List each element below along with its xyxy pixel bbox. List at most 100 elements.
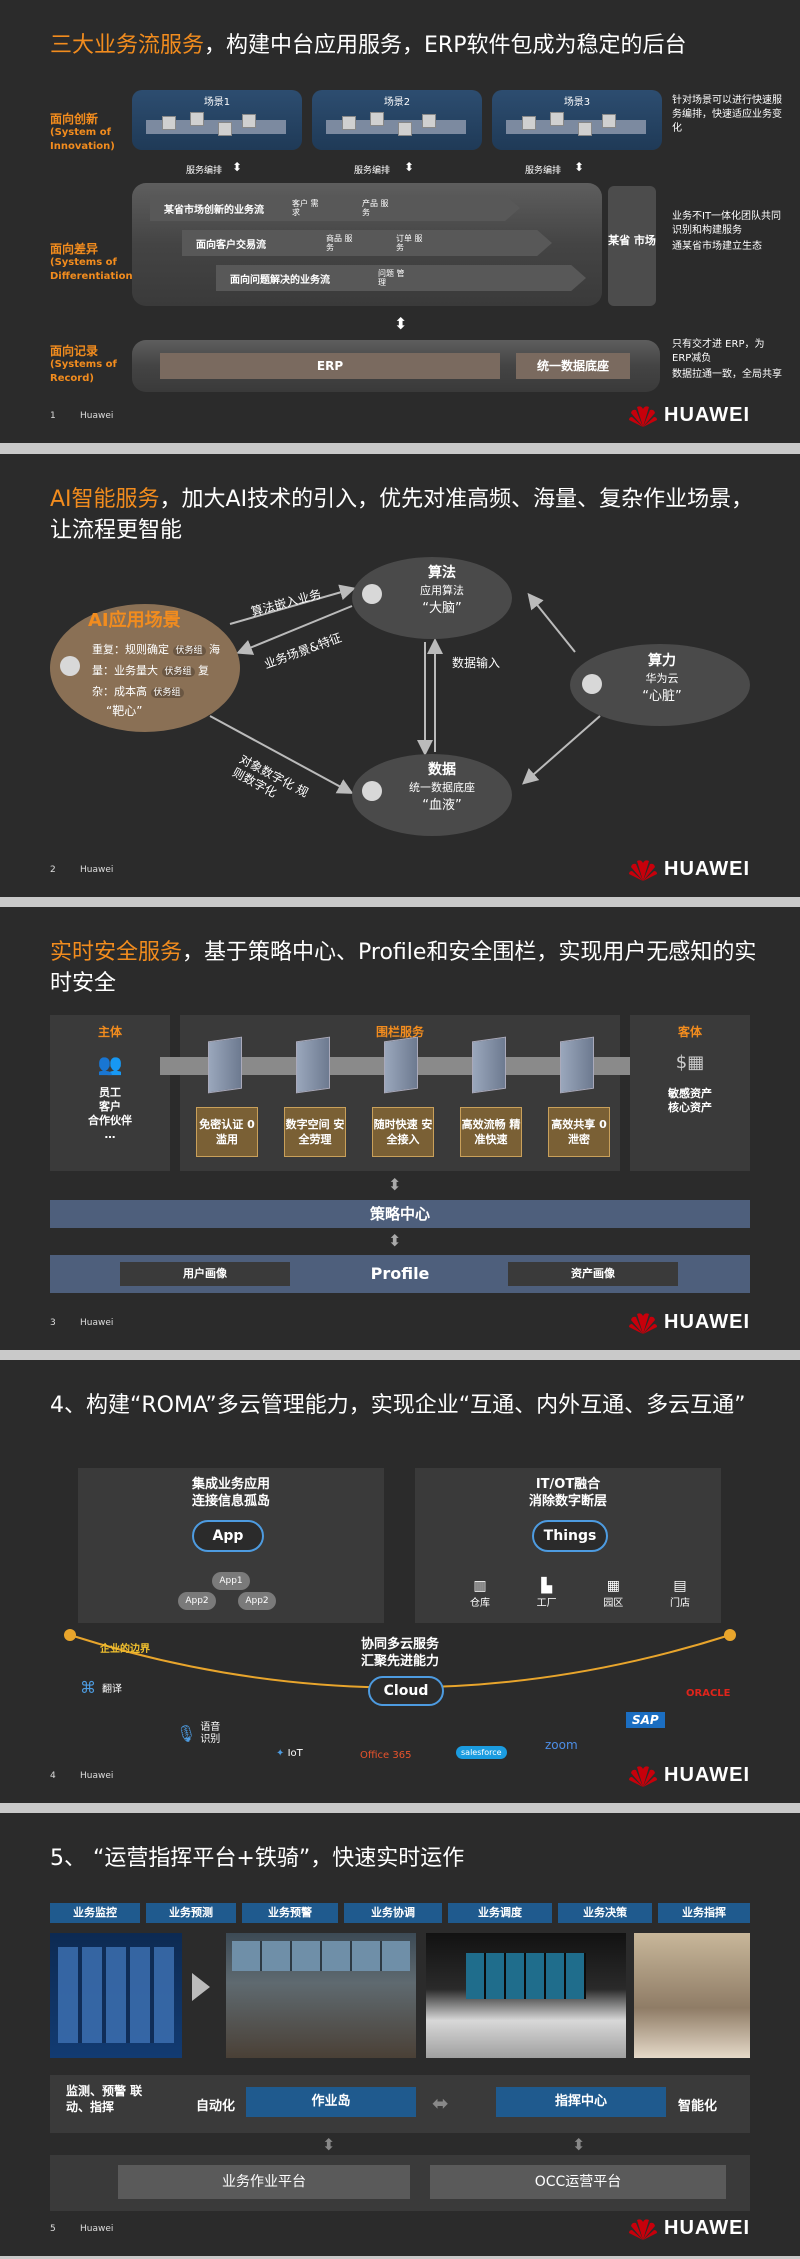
note-innovation: 针对场景可以进行快速服务编排，快速适应业务变化 (672, 95, 782, 134)
warehouse-icon: ▥ (473, 1578, 487, 1594)
biz-row-1: 某省市场创新的业务流 客户 需求 产品 服务 (150, 195, 520, 221)
page-number: 2 (50, 865, 56, 875)
orch-label-3: 服务编排 (525, 166, 562, 176)
slide-3: 实时安全服务，基于策略中心、Profile和安全围栏，实现用户无感知的实时安全 … (0, 907, 800, 1350)
scene-3: 场景3 (492, 90, 662, 150)
service-translate: ⌘翻译 (80, 1678, 122, 1697)
guard-item-2: 数字空间 安全劳理 (284, 1107, 346, 1157)
note-differentiation: 业务不IT一体化团队共同识别和构建服务 通某省市场建立生态 (672, 211, 782, 252)
bullet-dot (362, 584, 382, 604)
connector-arrows (209, 584, 601, 794)
intelligence-label: 智能化 (678, 2099, 718, 2114)
slide-title: 三大业务流服务，构建中台应用服务，ERP软件包成为稳定的后台 (50, 33, 687, 58)
app1-cloud: App1 (212, 1572, 250, 1590)
ai-scene-title: AI应用场景 (88, 610, 181, 631)
multicloud-heading: 协同多云服务汇聚先进能力 (360, 1637, 439, 1669)
policy-center: 策略中心 (50, 1200, 750, 1228)
guard-item-1: 免密认证 0滥用 (196, 1107, 258, 1157)
tab-biz-coordinate: 业务协调 (344, 1903, 442, 1923)
main-cloud: Cloud (368, 1676, 444, 1706)
store-icon: ▤ (673, 1578, 687, 1594)
erp-bar: ERP (160, 353, 500, 379)
huawei-logo: HUAWEI (628, 1764, 750, 1787)
updown-arrow-icon: ⬍ (232, 160, 243, 174)
bidirectional-arrow-icon: ⬌ (432, 2091, 449, 2115)
footer-company: Huawei (80, 2224, 114, 2234)
scene-2: 场景2 (312, 90, 482, 150)
dashboard-photo (50, 1933, 182, 2058)
ai-scene-oval (50, 604, 240, 732)
compute-text: 算力 华为云 “心脏” (642, 653, 682, 704)
level-differentiation: 面向差异 (Systems of Differentiation) (50, 242, 138, 282)
firewall-icon (560, 1036, 594, 1094)
service-iot: ✦ IoT (276, 1748, 303, 1759)
updown-arrow-icon: ⬍ (404, 160, 415, 174)
translate-icon: ⌘ (80, 1678, 96, 1697)
service-office365: Office 365 (360, 1750, 412, 1761)
huawei-petals-icon (629, 1312, 657, 1334)
slide-2: AI智能服务，加大AI技术的引入，优先对准高频、海量、复杂作业场景，让流程更智能… (0, 454, 800, 897)
monitor-label: 监测、预警 联动、指挥 (66, 2084, 143, 2114)
page-number: 3 (50, 1318, 56, 1328)
park-icon: ▦ (606, 1578, 620, 1594)
updown-arrow-icon: ⬍ (322, 2135, 336, 2154)
command-room-photo (634, 1933, 750, 2058)
tab-biz-forecast: 业务预测 (146, 1903, 236, 1923)
slide-title: 5、 “运营指挥平台+铁骑”，快速实时运作 (50, 1846, 465, 1871)
arrow-label-data-input: 数据输入 (452, 656, 501, 670)
huawei-logo: HUAWEI (628, 2217, 750, 2240)
orch-label-1: 服务编排 (186, 166, 223, 176)
orch-label-2: 服务编排 (354, 166, 391, 176)
biz-operation-platform: 业务作业平台 (118, 2165, 410, 2199)
guard-item-5: 高效共享 0泄密 (548, 1107, 610, 1157)
level-record: 面向记录 (Systems of Record) (50, 344, 117, 384)
tab-biz-dispatch: 业务调度 (448, 1903, 552, 1923)
object-panel: 客体 $▦ 敏感资产核心资产 (630, 1015, 750, 1171)
service-speech: 🎙语音 识别 (176, 1722, 221, 1745)
boundary-arc (64, 1629, 736, 1689)
ops-room-photo-2 (426, 1933, 626, 2058)
service-zoom: zoom (545, 1738, 578, 1752)
level-innovation: 面向创新 (System of Innovation) (50, 112, 115, 152)
slide-title: 实时安全服务，基于策略中心、Profile和安全围栏，实现用户无感知的实时安全 (50, 940, 757, 996)
assets-icon: $▦ (675, 1052, 705, 1073)
slide-4: 4、构建“ROMA”多云管理能力，实现企业“互通、内外互通、多云互通” 集成业务… (0, 1360, 800, 1803)
huawei-petals-icon (629, 859, 657, 881)
footer-company: Huawei (80, 1318, 114, 1328)
user-portrait: 用户画像 (120, 1262, 290, 1286)
huawei-logo: HUAWEI (628, 404, 750, 427)
firewall-icon (296, 1036, 330, 1094)
service-salesforce: salesforce (456, 1746, 507, 1759)
huawei-logo: HUAWEI (628, 858, 750, 881)
things-cloud: Things (532, 1520, 608, 1552)
app-cloud: App (192, 1520, 264, 1552)
biz-row-2: 面向客户交易流 商品 服务 订单 服务 (182, 230, 552, 256)
ai-scene-lines: 重复：规则确定 伏务组 海 量：业务量大 伏务组 复 杂：成本高 伏务组 (92, 643, 221, 698)
work-island: 作业岛 (246, 2087, 416, 2117)
bullet-dot (582, 674, 602, 694)
data-base-bar: 统一数据底座 (516, 353, 630, 379)
huawei-petals-icon (629, 2218, 657, 2240)
slide-5: 5、 “运营指挥平台+铁骑”，快速实时运作 业务监控 业务预测 业务预警 业务协… (0, 1813, 800, 2256)
guard-item-4: 高效流畅 精准快速 (460, 1107, 522, 1157)
factory-icon: ▙ (541, 1578, 553, 1594)
bullet-dot (362, 781, 382, 801)
automation-label: 自动化 (196, 2099, 236, 2114)
scene-1: 场景1 (132, 90, 302, 150)
footer-company: Huawei (80, 1771, 114, 1781)
updown-arrow-icon: ⬍ (572, 2135, 586, 2154)
firewall-icon (208, 1036, 242, 1094)
tab-biz-decision: 业务决策 (558, 1903, 652, 1923)
slide-title: AI智能服务，加大AI技术的引入，优先对准高频、海量、复杂作业场景，让流程更智能 (50, 487, 754, 543)
huawei-logo: HUAWEI (628, 1311, 750, 1334)
market-box: 某省 市场 (608, 186, 656, 306)
page-number: 4 (50, 1771, 56, 1781)
updown-arrow-icon: ⬍ (574, 160, 585, 174)
firewall-icon (384, 1036, 418, 1094)
service-sap: SAP (626, 1712, 665, 1728)
footer-company: Huawei (80, 865, 114, 875)
slide-1: 三大业务流服务，构建中台应用服务，ERP软件包成为稳定的后台 面向创新 (Sys… (0, 0, 800, 443)
occ-platform: OCC运营平台 (430, 2165, 726, 2199)
updown-arrow-icon: ⬍ (394, 314, 408, 333)
page-number: 5 (50, 2224, 56, 2234)
